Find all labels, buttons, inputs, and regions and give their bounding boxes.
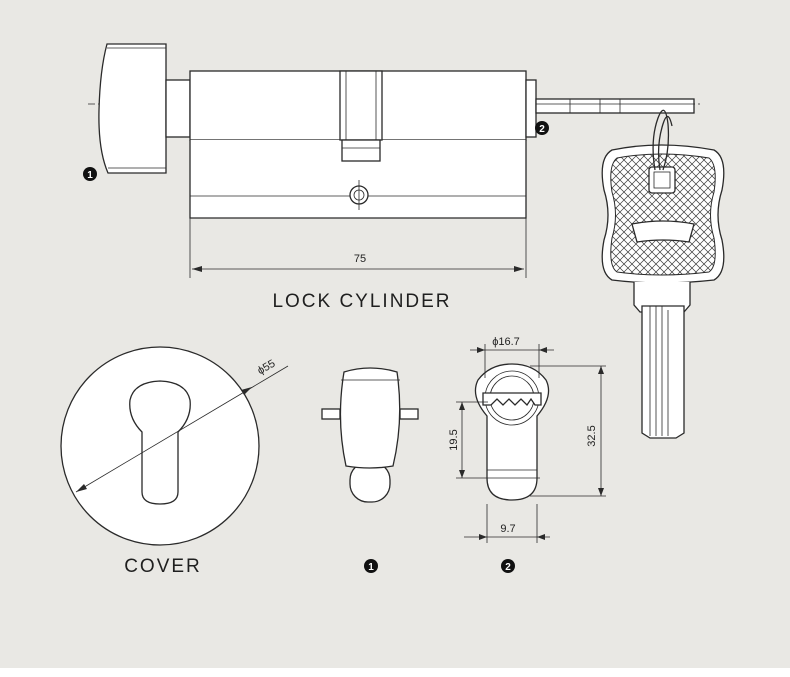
cam-width-label: 9.7	[500, 523, 515, 535]
profile-height-label: 32.5	[586, 425, 598, 446]
cover-diameter-line	[75, 365, 289, 493]
svg-text:2: 2	[505, 562, 511, 573]
cylinder-profile-view	[456, 344, 606, 543]
profile-width-label: ϕ16.7	[492, 336, 520, 348]
lock-cylinder-title: LOCK CYLINDER	[272, 291, 451, 312]
knob-end-view	[321, 367, 419, 503]
key-chain	[652, 109, 670, 171]
profile-outline	[474, 363, 550, 501]
cylinder-lower-profile	[189, 140, 527, 219]
badge-key-top: 2	[535, 121, 549, 135]
key-illustration	[601, 109, 725, 439]
profile-key-slot	[482, 392, 542, 407]
lock-cylinder-side-view	[88, 43, 700, 278]
cam	[341, 139, 381, 162]
key-ring-holder	[648, 166, 676, 194]
badge-knob-bottom: 1	[364, 559, 378, 573]
key-blade	[641, 305, 685, 439]
inserted-key-blade	[535, 98, 695, 114]
knob-end-face	[339, 367, 401, 469]
cover-view	[60, 346, 289, 546]
svg-text:2: 2	[539, 124, 545, 135]
profile-lower-label: 19.5	[448, 429, 460, 450]
knob-end-right-pin	[399, 408, 419, 420]
svg-text:1: 1	[87, 170, 93, 181]
cylinder-end-cap	[525, 79, 537, 138]
badge-knob-top: 1	[83, 167, 97, 181]
thumb-knob	[98, 43, 167, 174]
cylinder-length-label: 75	[354, 253, 366, 265]
key-label-plate	[631, 220, 695, 243]
badge-key-bottom: 2	[501, 559, 515, 573]
knob-end-left-pin	[321, 408, 341, 420]
cover-title: COVER	[124, 556, 202, 577]
svg-text:1: 1	[368, 562, 374, 573]
knob-shaft	[165, 79, 191, 138]
key-bow-grip	[610, 153, 716, 276]
